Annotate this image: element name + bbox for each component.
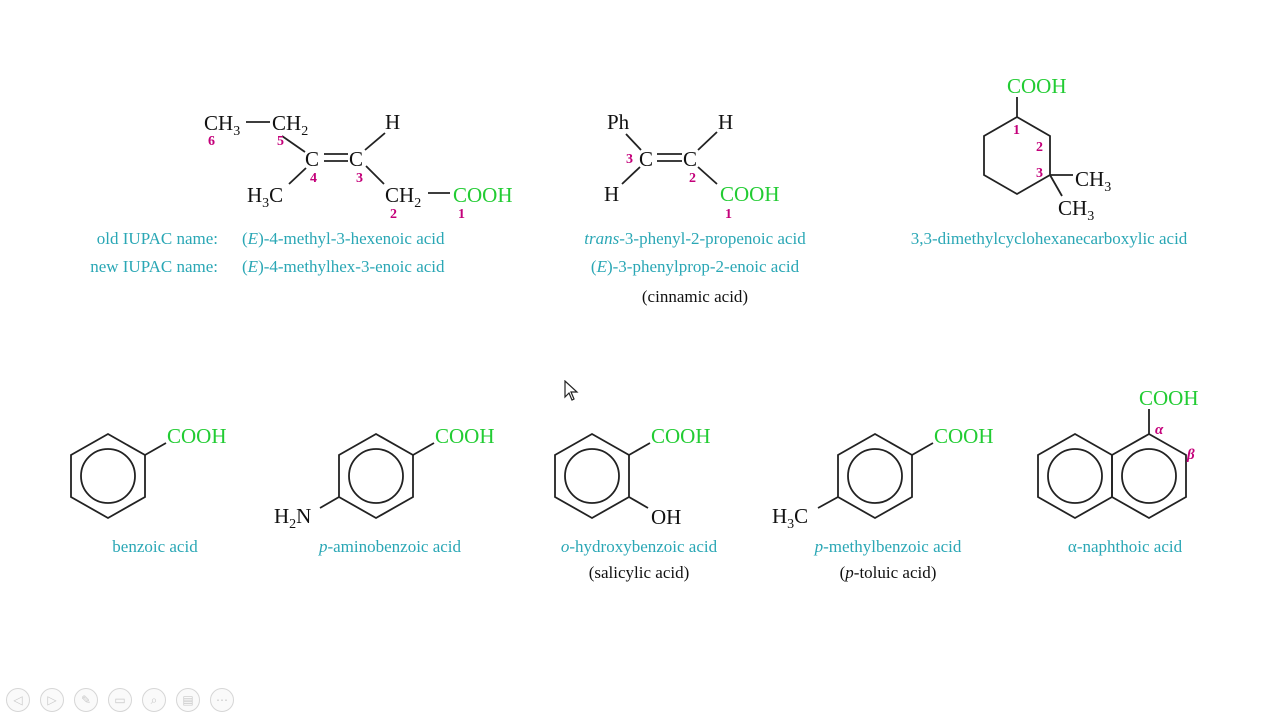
carbon-number-1: 1: [458, 207, 465, 222]
atom-ch3: CH3: [1075, 167, 1111, 195]
atom-h: H: [604, 182, 619, 206]
beta-label: β: [1186, 447, 1195, 463]
atom-ch2: CH2: [272, 111, 308, 139]
atom-c3: C: [349, 147, 363, 171]
carbon-number-1: 1: [725, 207, 732, 222]
benzoic-acid-name: benzoic acid: [112, 537, 198, 556]
alpha-label: α: [1155, 422, 1164, 438]
methylbenzoic-acid-name: p-methylbenzoic acid: [814, 537, 962, 556]
carbon-number-1: 1: [1013, 123, 1020, 138]
compound1-new-name: (E)-4-methylhex-3-enoic acid: [242, 257, 445, 276]
compound3-name: 3,3-dimethylcyclohexanecarboxylic acid: [911, 229, 1188, 248]
atom-h3c: H3C: [772, 504, 808, 532]
atom-ph: Ph: [607, 110, 630, 134]
atom-cooh: COOH: [720, 182, 780, 206]
more-icon[interactable]: ⋯: [210, 688, 234, 712]
presentation-toolbar: ◁ ▷ ✎ ▭ ⌕ ▤ ⋯: [6, 688, 234, 716]
atom-cooh: COOH: [1139, 386, 1199, 410]
atom-h: H: [718, 110, 733, 134]
carbon-number-2: 2: [689, 171, 696, 186]
compound2-old-name: trans-3-phenyl-2-propenoic acid: [584, 229, 806, 248]
aminobenzoic-acid-name: p-aminobenzoic acid: [318, 537, 462, 556]
structure-benzoic-acid: COOH: [70, 424, 227, 520]
carbon-number-4: 4: [310, 171, 317, 186]
structure-dimethylcyclohexanecarboxylic-acid: COOH CH3 CH3 1 2 3: [983, 74, 1111, 224]
structure-cinnamic-acid: Ph H C C H COOH 3 2 1: [604, 110, 780, 222]
carbon-number-3: 3: [626, 152, 633, 167]
mouse-cursor-icon: [564, 380, 579, 401]
old-iupac-label: old IUPAC name:: [97, 229, 218, 248]
atom-h3c: H3C: [247, 183, 283, 211]
compound2-common-name: (cinnamic acid): [642, 287, 748, 306]
atom-ch3: CH3: [204, 111, 240, 139]
compound1-old-name: (E)-4-methyl-3-hexenoic acid: [242, 229, 445, 248]
atom-h2n: H2N: [274, 504, 311, 532]
atom-cooh: COOH: [435, 424, 495, 448]
structure-p-toluic-acid: COOH H3C: [772, 424, 994, 532]
carbon-number-3: 3: [356, 171, 363, 186]
atom-c2: C: [683, 147, 697, 171]
structure-p-aminobenzoic-acid: COOH H2N: [274, 424, 495, 532]
carbon-number-6: 6: [208, 134, 215, 149]
naphthoic-acid-name: α-naphthoic acid: [1068, 537, 1183, 556]
atom-ch3: CH3: [1058, 196, 1094, 224]
copy-icon[interactable]: ▭: [108, 688, 132, 712]
atom-cooh: COOH: [453, 183, 513, 207]
atom-ch2-b: CH2: [385, 183, 421, 211]
atom-cooh: COOH: [651, 424, 711, 448]
prev-icon[interactable]: ◁: [6, 688, 30, 712]
row2-names: benzoic acid p-aminobenzoic acid o-hydro…: [112, 537, 1182, 582]
toluic-acid-common-name: (p-toluic acid): [840, 563, 937, 582]
slides-icon[interactable]: ▤: [176, 688, 200, 712]
carbon-number-2: 2: [1036, 140, 1043, 155]
carbon-number-5: 5: [277, 134, 284, 149]
row1-names: old IUPAC name: new IUPAC name: (E)-4-me…: [90, 229, 1188, 306]
structure-methylhexenoic-acid: CH3 CH2 H C C H3C CH2 COOH 6 5 4 3 2 1: [204, 110, 513, 222]
salicylic-acid-common-name: (salicylic acid): [589, 563, 690, 582]
carbon-number-3: 3: [1036, 166, 1043, 181]
atom-oh: OH: [651, 505, 681, 529]
hydroxybenzoic-acid-name: o-hydroxybenzoic acid: [561, 537, 718, 556]
zoom-icon[interactable]: ⌕: [142, 688, 166, 712]
compound2-new-name: (E)-3-phenylprop-2-enoic acid: [591, 257, 800, 276]
atom-c4: C: [305, 147, 319, 171]
atom-c3: C: [639, 147, 653, 171]
atom-cooh: COOH: [934, 424, 994, 448]
carbon-number-2: 2: [390, 207, 397, 222]
atom-h: H: [385, 110, 400, 134]
structure-naphthoic-acid: COOH α β: [1037, 386, 1199, 520]
next-icon[interactable]: ▷: [40, 688, 64, 712]
pen-icon[interactable]: ✎: [74, 688, 98, 712]
new-iupac-label: new IUPAC name:: [90, 257, 218, 276]
atom-cooh: COOH: [1007, 74, 1067, 98]
atom-cooh: COOH: [167, 424, 227, 448]
structure-salicylic-acid: COOH OH: [554, 424, 711, 529]
